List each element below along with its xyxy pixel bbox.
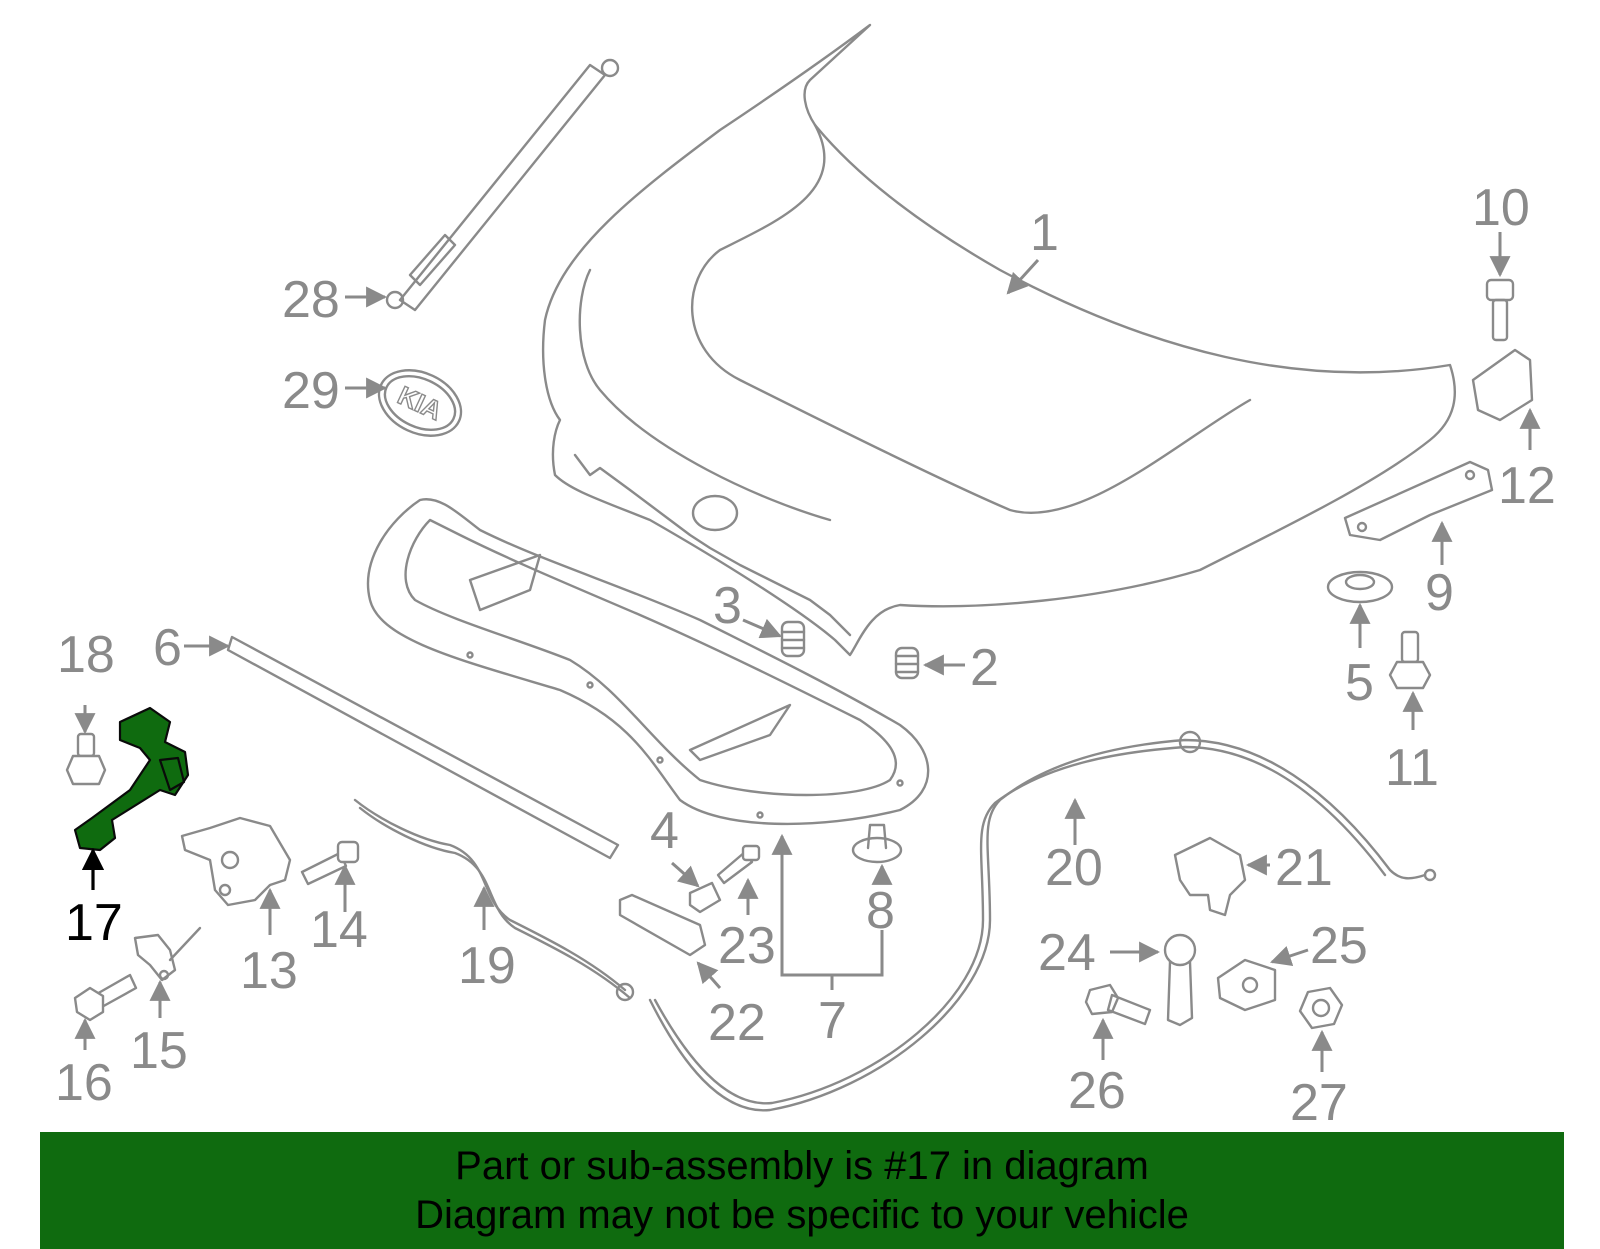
banner-line-1: Part or sub-assembly is #17 in diagram [455,1144,1149,1188]
hood-bumper-3 [780,620,806,658]
hood-hinge [1343,460,1494,542]
callout-10: 10 [1472,179,1530,237]
leader-lines [74,232,1541,1072]
release-cable-upper [648,730,1437,1112]
callout-21: 21 [1275,839,1333,897]
callout-11: 11 [1385,739,1439,797]
hinge-12 [1471,348,1534,422]
part-info-banner: Part or sub-assembly is #17 in diagram D… [40,1132,1564,1249]
callout-14: 14 [310,901,368,959]
release-lever-21 [1173,836,1247,917]
bolt-11 [1388,630,1432,690]
clip-8 [851,823,903,864]
callout-18: 18 [57,626,115,684]
callout-20: 20 [1045,839,1103,897]
bolt-10 [1485,278,1515,342]
callout-7: 7 [818,992,847,1050]
callout-9: 9 [1425,564,1454,622]
bolt-26 [1084,983,1152,1026]
release-bracket-25 [1216,958,1277,1012]
callout-3: 3 [713,577,742,635]
cap-5 [1326,570,1394,604]
stay-holder [688,881,722,914]
hood-panel [541,23,1457,657]
callout-17: 17 [65,894,123,952]
callout-28: 28 [282,271,340,329]
callout-29: 29 [282,362,340,420]
callout-23: 23 [718,917,776,975]
bolt-23 [716,844,761,885]
hood-latch [180,816,292,907]
bolt-14 [300,840,360,886]
callout-26: 26 [1068,1062,1126,1120]
kia-emblem: KIA [377,369,463,437]
release-handle-24 [1163,933,1197,1027]
hood-insulator [366,498,930,826]
banner-line-2: Diagram may not be specific to your vehi… [415,1193,1189,1237]
bolt-16 [73,973,138,1022]
callout-6: 6 [153,619,182,677]
callout-1: 1 [1030,204,1059,262]
callout-15: 15 [130,1022,188,1080]
callout-22: 22 [708,994,766,1052]
callout-19: 19 [458,937,516,995]
callout-4: 4 [650,802,679,860]
callouts: 1 2 3 4 5 6 7 8 9 10 11 12 13 14 15 16 1… [55,179,1556,1132]
callout-8: 8 [866,882,895,940]
hood-striker [133,926,202,982]
callout-16: 16 [55,1054,113,1112]
callout-25: 25 [1310,917,1368,975]
nut-27 [1298,986,1344,1030]
callout-13: 13 [240,942,298,1000]
callout-5: 5 [1345,654,1374,712]
callout-2: 2 [970,639,999,697]
hood-bumper-2 [894,646,920,680]
hood-weatherstrip [226,635,620,860]
bolt-18 [65,732,107,786]
callout-24: 24 [1038,924,1096,982]
latch-bracket [618,893,707,957]
callout-27: 27 [1290,1074,1348,1132]
hood-lift-strut [385,58,620,312]
callout-12: 12 [1498,457,1556,515]
hood-latch-release-bracket-17 [73,706,190,852]
